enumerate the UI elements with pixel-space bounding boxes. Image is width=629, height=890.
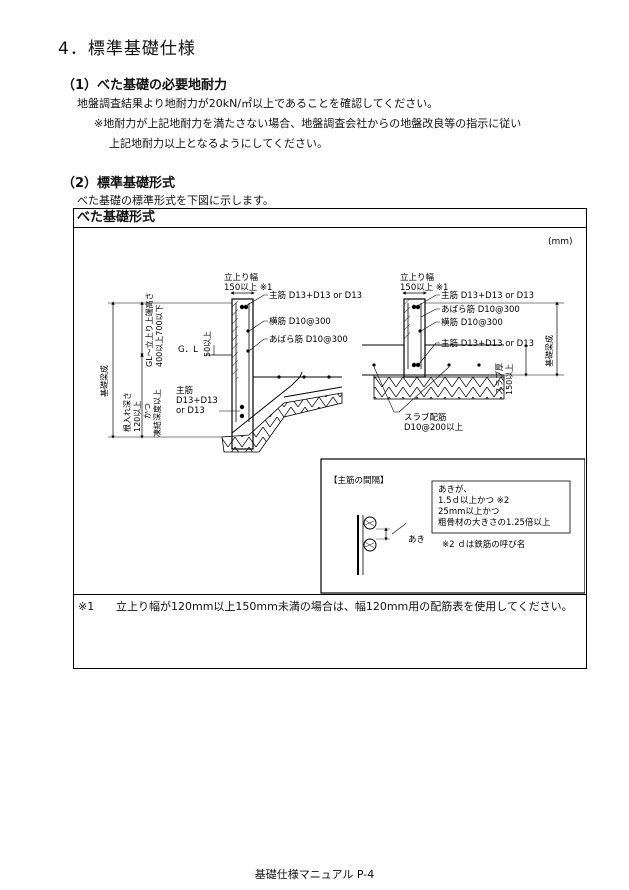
gap-rule-box [431, 480, 571, 534]
bearing-note-line-1: ※地耐力が上記地耐力を満たさない場合、地盤調査会社からの地盤改良等の指示に従い [94, 117, 522, 130]
subsection-title-foundation: （2）標準基礎形式 [62, 176, 176, 191]
edge-leader-horizontal [248, 320, 268, 332]
footnote-text: 立上り幅が120mm以上150mm未満の場合は、幅120mm用の配筋表を使用して… [116, 600, 573, 613]
figure-box-title: べた基礎形式 [74, 209, 586, 228]
embed-depth-value: 120以上 [133, 401, 142, 432]
embed-depth-and: かつ [143, 403, 152, 419]
interior-rise-width-label: 立上り幅 [400, 272, 435, 283]
edge-slab-bottom [283, 386, 343, 398]
edge-leader-main-top [243, 294, 268, 308]
slab-bar-value: D10@200以上 [404, 423, 464, 433]
slab-thickness-value: 150以上 [505, 364, 514, 395]
page-footer: 基礎仕様マニュアル P-4 [254, 868, 375, 881]
interior-main-bar-top-label: 主筋 D13+D13 or D13 [441, 290, 534, 301]
gap-rule-line-4: 粗骨材の大きさの1.25倍以上 [438, 517, 551, 528]
edge-main-bar-top [239, 304, 245, 310]
section-title: 4．標準基礎仕様 [58, 39, 196, 59]
gap-rule-line-1: あきが、 [438, 484, 472, 495]
bar-spacing-title: 【主筋の間隔】 [329, 475, 389, 486]
gl-label: G．L [178, 345, 198, 355]
edge-main-bar-top [243, 304, 249, 310]
footnote-mark: ※1 [78, 600, 95, 613]
embed-depth-label: 根入れ深さ [122, 392, 132, 432]
foundation-diagram: (mm) [99, 237, 585, 594]
bearing-note-line-2: 上記地耐力以上となるようにしてください。 [109, 137, 329, 150]
gap-rule-line-3: 25mm以上かつ [438, 507, 499, 517]
edge-leader-rib [248, 338, 268, 352]
interior-slab-bar-dot [477, 363, 481, 367]
figure-footnote: ※1 立上り幅が120mm以上150mm未満の場合は、幅120mm用の配筋表を使用… [78, 598, 573, 614]
edge-slab-bar-dot [302, 375, 306, 379]
interior-horizontal-bar-dot [418, 329, 422, 333]
edge-horizontal-bar-dot [246, 329, 250, 333]
inset-bar-texture [364, 519, 375, 527]
unit-label: (mm) [548, 237, 573, 247]
subsection-title-bearing: （1）べた基礎の必要地耐力 [62, 78, 228, 93]
interior-beam-detail: 立上り幅 150以上 ※1 主筋 D13+D13 or D13 あばら筋 D10… [362, 272, 564, 433]
bearing-requirement-text: 地盤調査結果より地耐力が20kN/㎡以上であることを確認してください。 [77, 97, 439, 110]
edge-beam-depth-label: 基礎梁成 [99, 365, 109, 397]
interior-wall-hatch [404, 299, 410, 339]
foundation-intro-text: べた基礎の標準形式を下図に示します。 [77, 194, 274, 207]
edge-slab-bar-dot [327, 375, 331, 379]
edge-beam-detail: 立上り幅 150以上 ※1 主筋 D13+D13 or D13 横筋 D10@3… [99, 272, 362, 453]
gl-height-label: GL～立上り上端高さ [144, 292, 154, 367]
edge-rib-bar-label: あばら筋 D10@300 [269, 334, 348, 345]
slab-thickness-label: スラブ厚 [494, 363, 504, 395]
gap-rule-line-2: 1.5ｄ以上かつ ※2 [438, 495, 509, 506]
edge-wall-hatch [232, 299, 238, 379]
interior-beam-depth-label: 基礎梁成 [544, 335, 554, 367]
fifty-label: 50以上 [203, 331, 212, 357]
inset-bar-texture [364, 541, 375, 549]
edge-slab-bar-dot [277, 375, 281, 379]
interior-rib-bar-label: あばら筋 D10@300 [441, 304, 520, 315]
interior-gravel-bed [373, 376, 505, 400]
edge-rise-width-value: 150以上 ※1 [224, 283, 272, 293]
interior-main-bar-top [411, 304, 417, 310]
interior-leader-slab-bar [373, 366, 400, 413]
interior-main-bar-top [415, 304, 421, 310]
edge-main-bar-bottom-label: or D13 [176, 406, 205, 416]
slab-bar-label: スラブ配筋 [404, 412, 447, 423]
edge-main-bar-bottom-label: D13+D13 [176, 396, 218, 406]
edge-main-bar-bottom [239, 413, 245, 419]
inset-gap-leader [391, 522, 407, 535]
interior-main-bar-bottom-label: 主筋 D13+D13 or D13 [441, 338, 534, 349]
edge-gravel-bed [221, 392, 343, 453]
interior-horizontal-bar-label: 横筋 D10@300 [441, 317, 503, 328]
foundation-figure-box: べた基礎形式 (mm) [73, 208, 587, 669]
interior-leader-slab-bar [398, 366, 450, 413]
interior-main-bar-bottom [411, 362, 417, 368]
interior-leader-main-bottom [417, 342, 440, 366]
edge-rise-width-label: 立上り幅 [224, 272, 259, 283]
embed-frost-depth: 凍結深度以上 [152, 389, 162, 437]
interior-slab-bar-dot [447, 363, 451, 367]
edge-main-bar-top-label: 主筋 D13+D13 or D13 [269, 290, 362, 301]
interior-slab-bar-dot [372, 363, 376, 367]
gap-label: あき [408, 535, 425, 545]
edge-horizontal-bar-dot [246, 349, 250, 353]
interior-leader-main-top [415, 294, 440, 308]
bar-spacing-inset-frame [320, 458, 585, 594]
edge-horizontal-bar-label: 横筋 D10@300 [269, 316, 331, 327]
interior-leader-rib [420, 308, 440, 318]
gap-rule-note: ※2 ｄは鉄筋の呼び名 [442, 539, 525, 550]
gl-height-value: 400以上700以下 [155, 304, 164, 367]
interior-leader-horizontal [420, 321, 440, 332]
interior-rise-width-value: 150以上 ※1 [400, 283, 448, 293]
bar-spacing-inset: 【主筋の間隔】 あき あきが、 1.5ｄ以上かつ ※2 25mm以上かつ 粗骨材… [320, 458, 585, 594]
footnote-divider [74, 594, 586, 595]
edge-main-bar-bottom [239, 404, 245, 410]
edge-main-bar-bottom-label: 主筋 [176, 385, 193, 396]
